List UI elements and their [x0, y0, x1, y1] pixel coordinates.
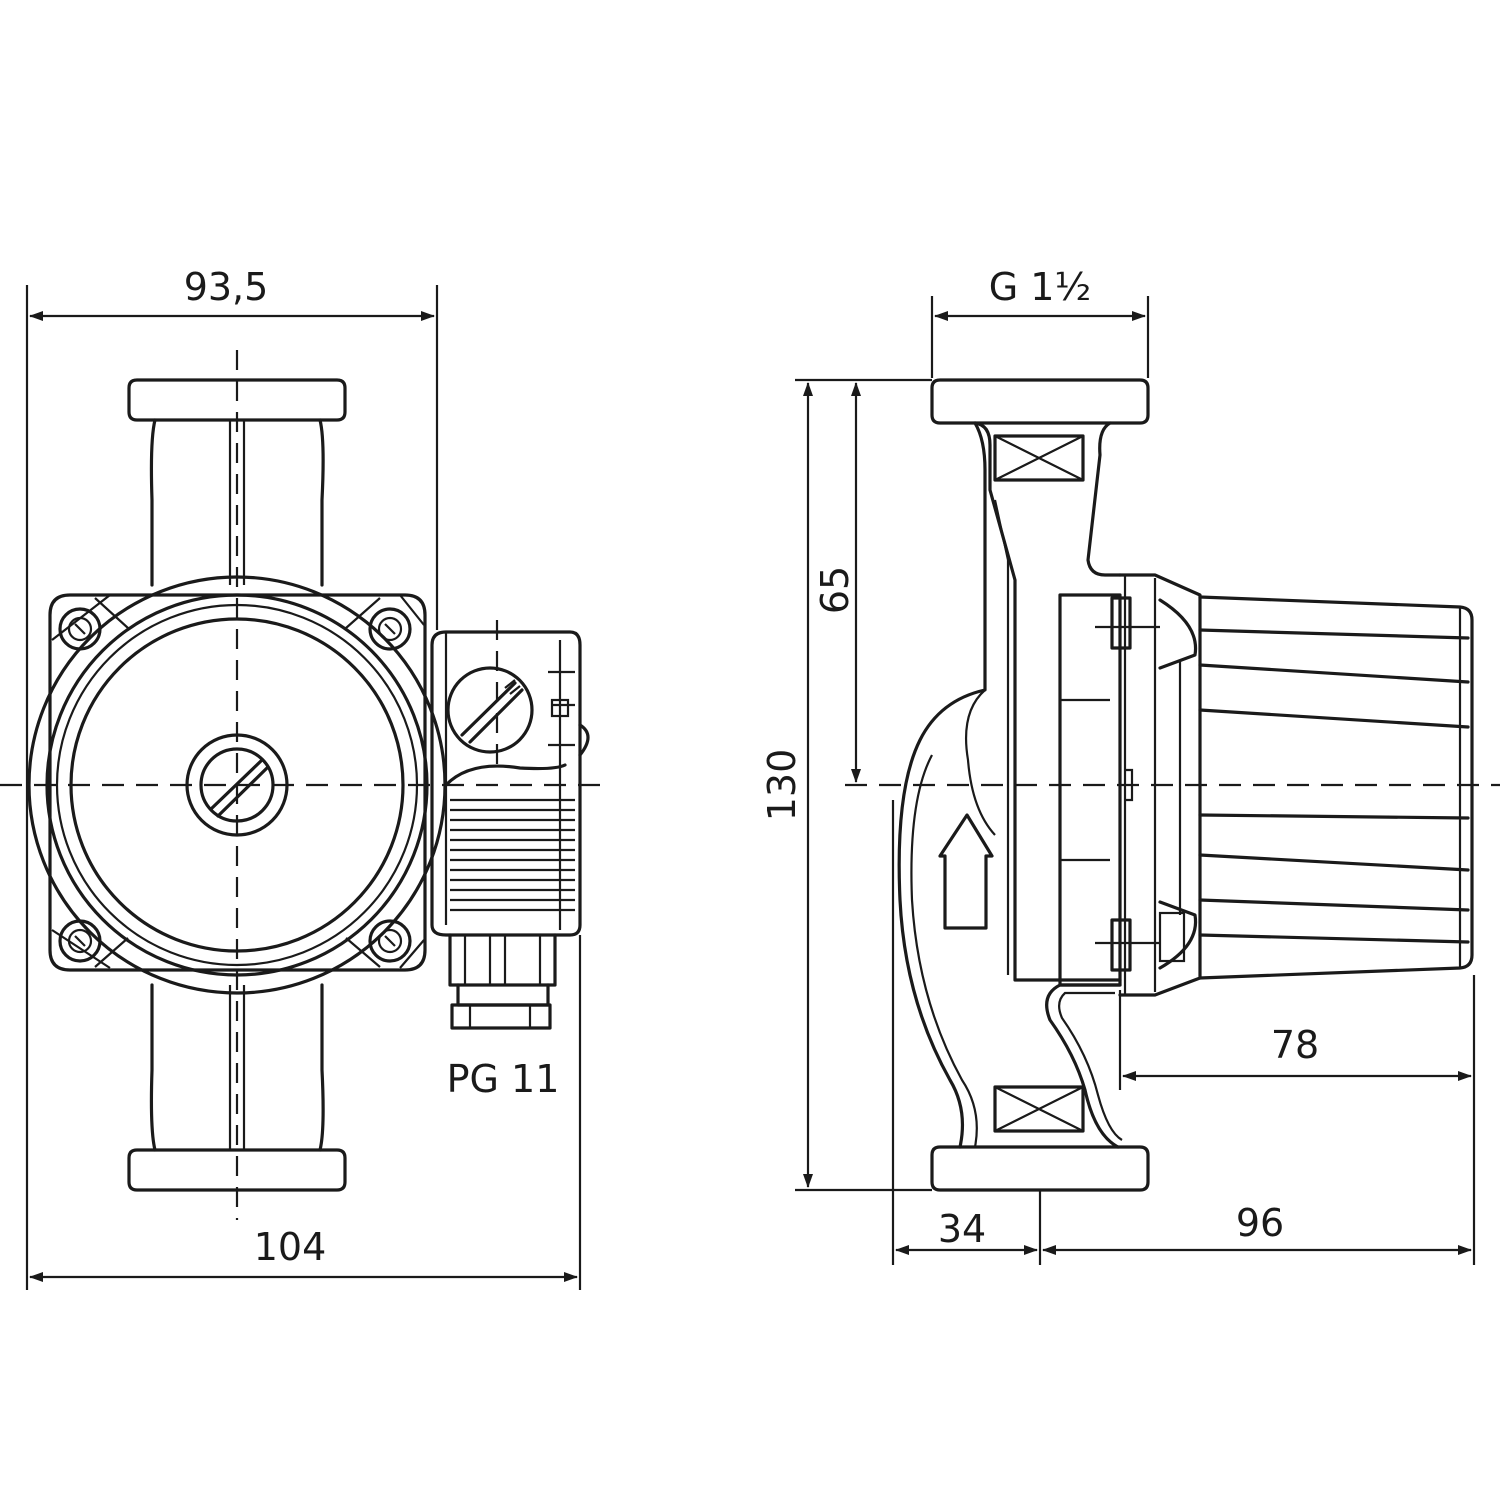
front-bolt-bottom-left: [58, 919, 102, 963]
front-top-pipe: [149, 418, 325, 587]
front-bottom-flange: [127, 1148, 347, 1192]
dimension-label-104: 104: [254, 1225, 327, 1269]
cable-gland-label: PG 11: [447, 1057, 560, 1101]
motor-rib-5: [1198, 853, 1470, 872]
venting-screw: [185, 733, 289, 837]
motor-rib-6: [1198, 898, 1470, 912]
side-hex-nut-bottom: [993, 1085, 1085, 1133]
flow-direction-arrow: [938, 813, 994, 930]
motor-rib-3: [1198, 708, 1470, 729]
motor-rib-7: [1198, 933, 1470, 944]
dimension-label-96: 96: [1236, 1201, 1284, 1245]
side-view: G 1½ 65 130 78 34 96: [760, 265, 1500, 1265]
terminal-box-ribs: [450, 798, 575, 912]
dimension-label-93-5: 93,5: [184, 265, 269, 309]
motor-rib-4: [1198, 813, 1470, 820]
side-top-flange: [930, 378, 1150, 425]
front-motor-cover: [69, 617, 405, 953]
motor-rib-2: [1198, 663, 1470, 684]
front-housing: [48, 593, 427, 972]
front-bolt-top-left: [58, 607, 102, 651]
cable-gland: [448, 933, 557, 1030]
dimension-label-34: 34: [938, 1207, 986, 1251]
front-bolt-bottom-right: [368, 919, 412, 963]
motor-flange: [1058, 593, 1122, 987]
front-top-flange: [127, 378, 347, 422]
front-bolt-top-right: [368, 607, 412, 651]
dimension-label-130: 130: [760, 749, 804, 822]
dimension-label-65: 65: [813, 566, 857, 614]
motor-casing: [1198, 595, 1474, 980]
front-motor-ring-mid: [45, 593, 429, 977]
dimension-label-thread: G 1½: [989, 265, 1092, 309]
dimension-label-78: 78: [1271, 1023, 1319, 1067]
side-hex-nut-top: [993, 434, 1085, 482]
motor-rib-1: [1198, 628, 1470, 640]
front-bottom-pipe: [149, 983, 325, 1152]
terminal-box: [430, 630, 590, 1030]
front-view: 93,5 104 PG 11: [0, 265, 600, 1290]
speed-selector-knob: [446, 666, 534, 754]
side-bottom-flange: [930, 1145, 1150, 1192]
